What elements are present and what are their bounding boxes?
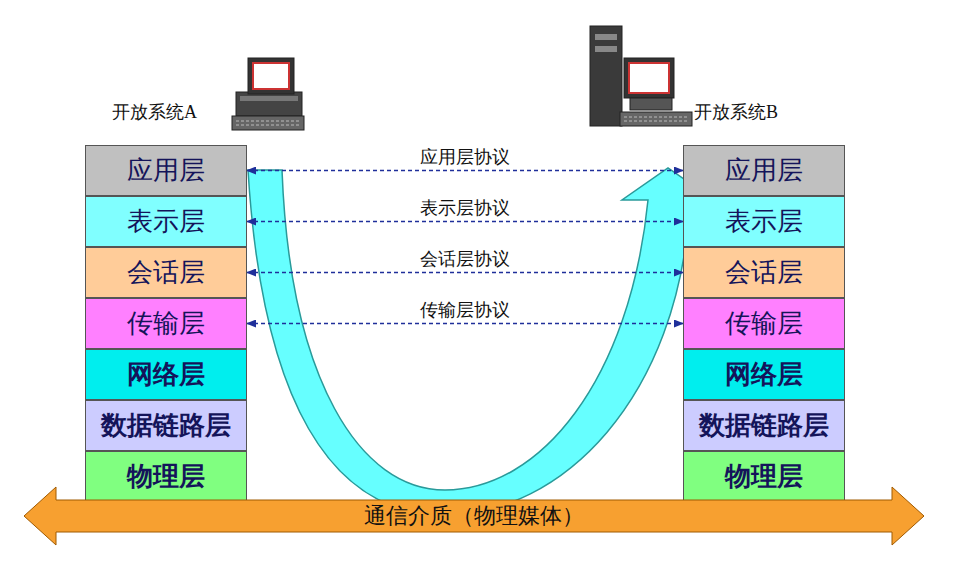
layer-label: 应用层 (127, 153, 205, 188)
layer-box: 会话层 (683, 247, 845, 298)
layer-label: 物理层 (127, 459, 205, 494)
system-label: 开放系统B (694, 100, 778, 124)
layer-box: 物理层 (683, 451, 845, 502)
layer-box: 物理层 (85, 451, 247, 502)
computer-icon-a (232, 58, 304, 130)
layer-label: 会话层 (127, 255, 205, 290)
band-label: 通信介质（物理媒体） (364, 501, 584, 531)
layer-label: 应用层 (725, 153, 803, 188)
layer-box: 数据链路层 (85, 400, 247, 451)
layer-box: 应用层 (85, 145, 247, 196)
protocol-label: 传输层协议 (417, 300, 513, 320)
layer-box: 表示层 (683, 196, 845, 247)
layer-label: 数据链路层 (699, 408, 829, 443)
layer-label: 网络层 (725, 357, 803, 392)
computer-icon-b (590, 26, 692, 126)
layer-label: 表示层 (725, 204, 803, 239)
protocol-label: 表示层协议 (417, 198, 513, 218)
layer-box: 网络层 (85, 349, 247, 400)
layer-box: 会话层 (85, 247, 247, 298)
layer-box: 表示层 (85, 196, 247, 247)
layer-box: 应用层 (683, 145, 845, 196)
layer-label: 表示层 (127, 204, 205, 239)
protocol-label: 应用层协议 (417, 147, 513, 167)
system-label: 开放系统A (112, 100, 197, 124)
layer-label: 传输层 (725, 306, 803, 341)
layer-box: 网络层 (683, 349, 845, 400)
protocol-connector (247, 323, 683, 324)
protocol-connector (247, 272, 683, 273)
protocol-connector (247, 221, 683, 222)
layer-label: 传输层 (127, 306, 205, 341)
layer-box: 传输层 (683, 298, 845, 349)
layer-box: 传输层 (85, 298, 247, 349)
layer-label: 网络层 (127, 357, 205, 392)
layer-box: 数据链路层 (683, 400, 845, 451)
layer-label: 物理层 (725, 459, 803, 494)
data-flow-arrow (248, 168, 714, 515)
protocol-label: 会话层协议 (417, 249, 513, 269)
medium-band: 通信介质（物理媒体） (24, 486, 924, 546)
protocol-connector (247, 170, 683, 171)
layer-label: 数据链路层 (101, 408, 231, 443)
layer-label: 会话层 (725, 255, 803, 290)
